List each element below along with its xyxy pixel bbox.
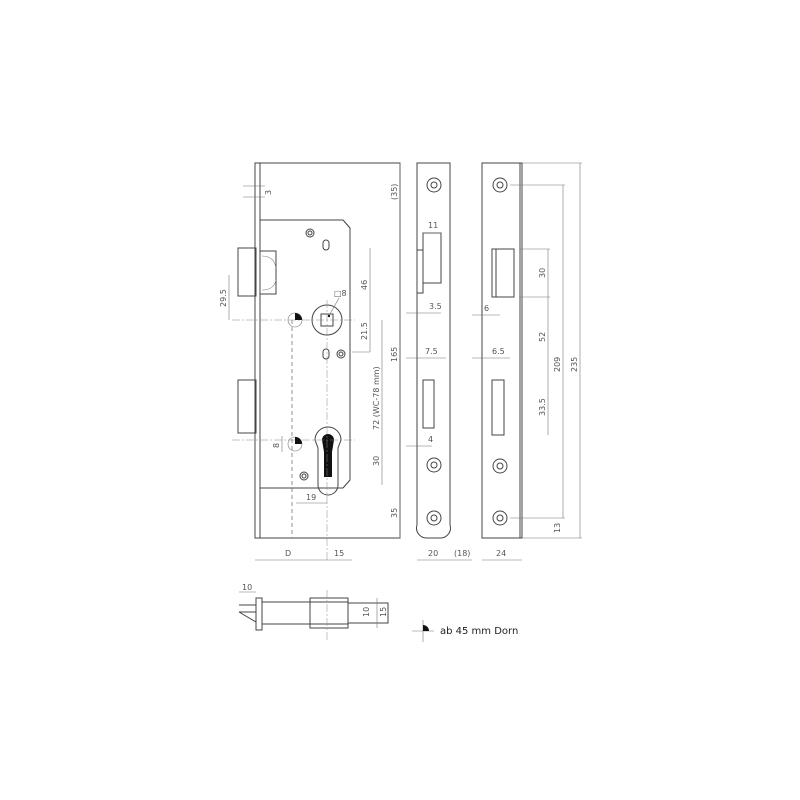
dim-30: 30 — [372, 456, 381, 466]
dim-8: 8 — [272, 443, 281, 448]
dim-33-5: 33.5 — [538, 398, 547, 416]
dim-24: 24 — [496, 549, 506, 558]
dim-209: 209 — [553, 357, 562, 372]
dim-165: 165 — [390, 347, 399, 362]
dim-bottom-15: 15 — [379, 607, 388, 617]
bottom-view: 10 10 15 — [238, 583, 389, 640]
legend: ab 45 mm Dorn — [412, 620, 518, 642]
dim-52: 52 — [538, 332, 547, 342]
dim-distance: 72 (WC-78 mm) — [372, 366, 381, 430]
dim-13: 13 — [553, 523, 562, 533]
dim-19: 19 — [306, 493, 316, 502]
front-view: 3 29.5 46 21.5 □8 72 (WC-78 mm) 30 (35) … — [219, 162, 401, 561]
dim-21-5: 21.5 — [360, 322, 369, 340]
dim-faceplate: 3 — [264, 190, 273, 195]
dim-6: 6 — [484, 304, 489, 313]
dim-backset: D — [285, 549, 291, 558]
quadrant-marker-icon — [412, 620, 434, 642]
dim-35-top: (35) — [390, 184, 399, 200]
dim-6-5: 6.5 — [492, 347, 505, 356]
dim-spindle-square: □8 — [334, 289, 347, 298]
dim-46: 46 — [360, 280, 369, 290]
side-view: 11 3.5 7.5 4 20 (18) — [406, 162, 472, 561]
dim-11: 11 — [428, 221, 438, 230]
dim-latch-height: 29.5 — [219, 289, 228, 307]
dim-3-5: 3.5 — [429, 302, 442, 311]
dim-4: 4 — [428, 435, 433, 444]
dim-7-5: 7.5 — [425, 347, 438, 356]
dim-bottom-10: 10 — [362, 607, 371, 617]
dim-18: (18) — [454, 549, 470, 558]
dim-235: 235 — [570, 357, 579, 372]
dim-strike-30: 30 — [538, 268, 547, 278]
dim-20: 20 — [428, 549, 438, 558]
dim-15: 15 — [334, 549, 344, 558]
legend-text: ab 45 mm Dorn — [440, 626, 518, 637]
strike-plate: 30 52 33.5 209 235 13 6 6.5 24 — [472, 162, 582, 561]
dim-latch-depth: 10 — [242, 583, 252, 592]
dim-35-bottom: 35 — [390, 508, 399, 518]
